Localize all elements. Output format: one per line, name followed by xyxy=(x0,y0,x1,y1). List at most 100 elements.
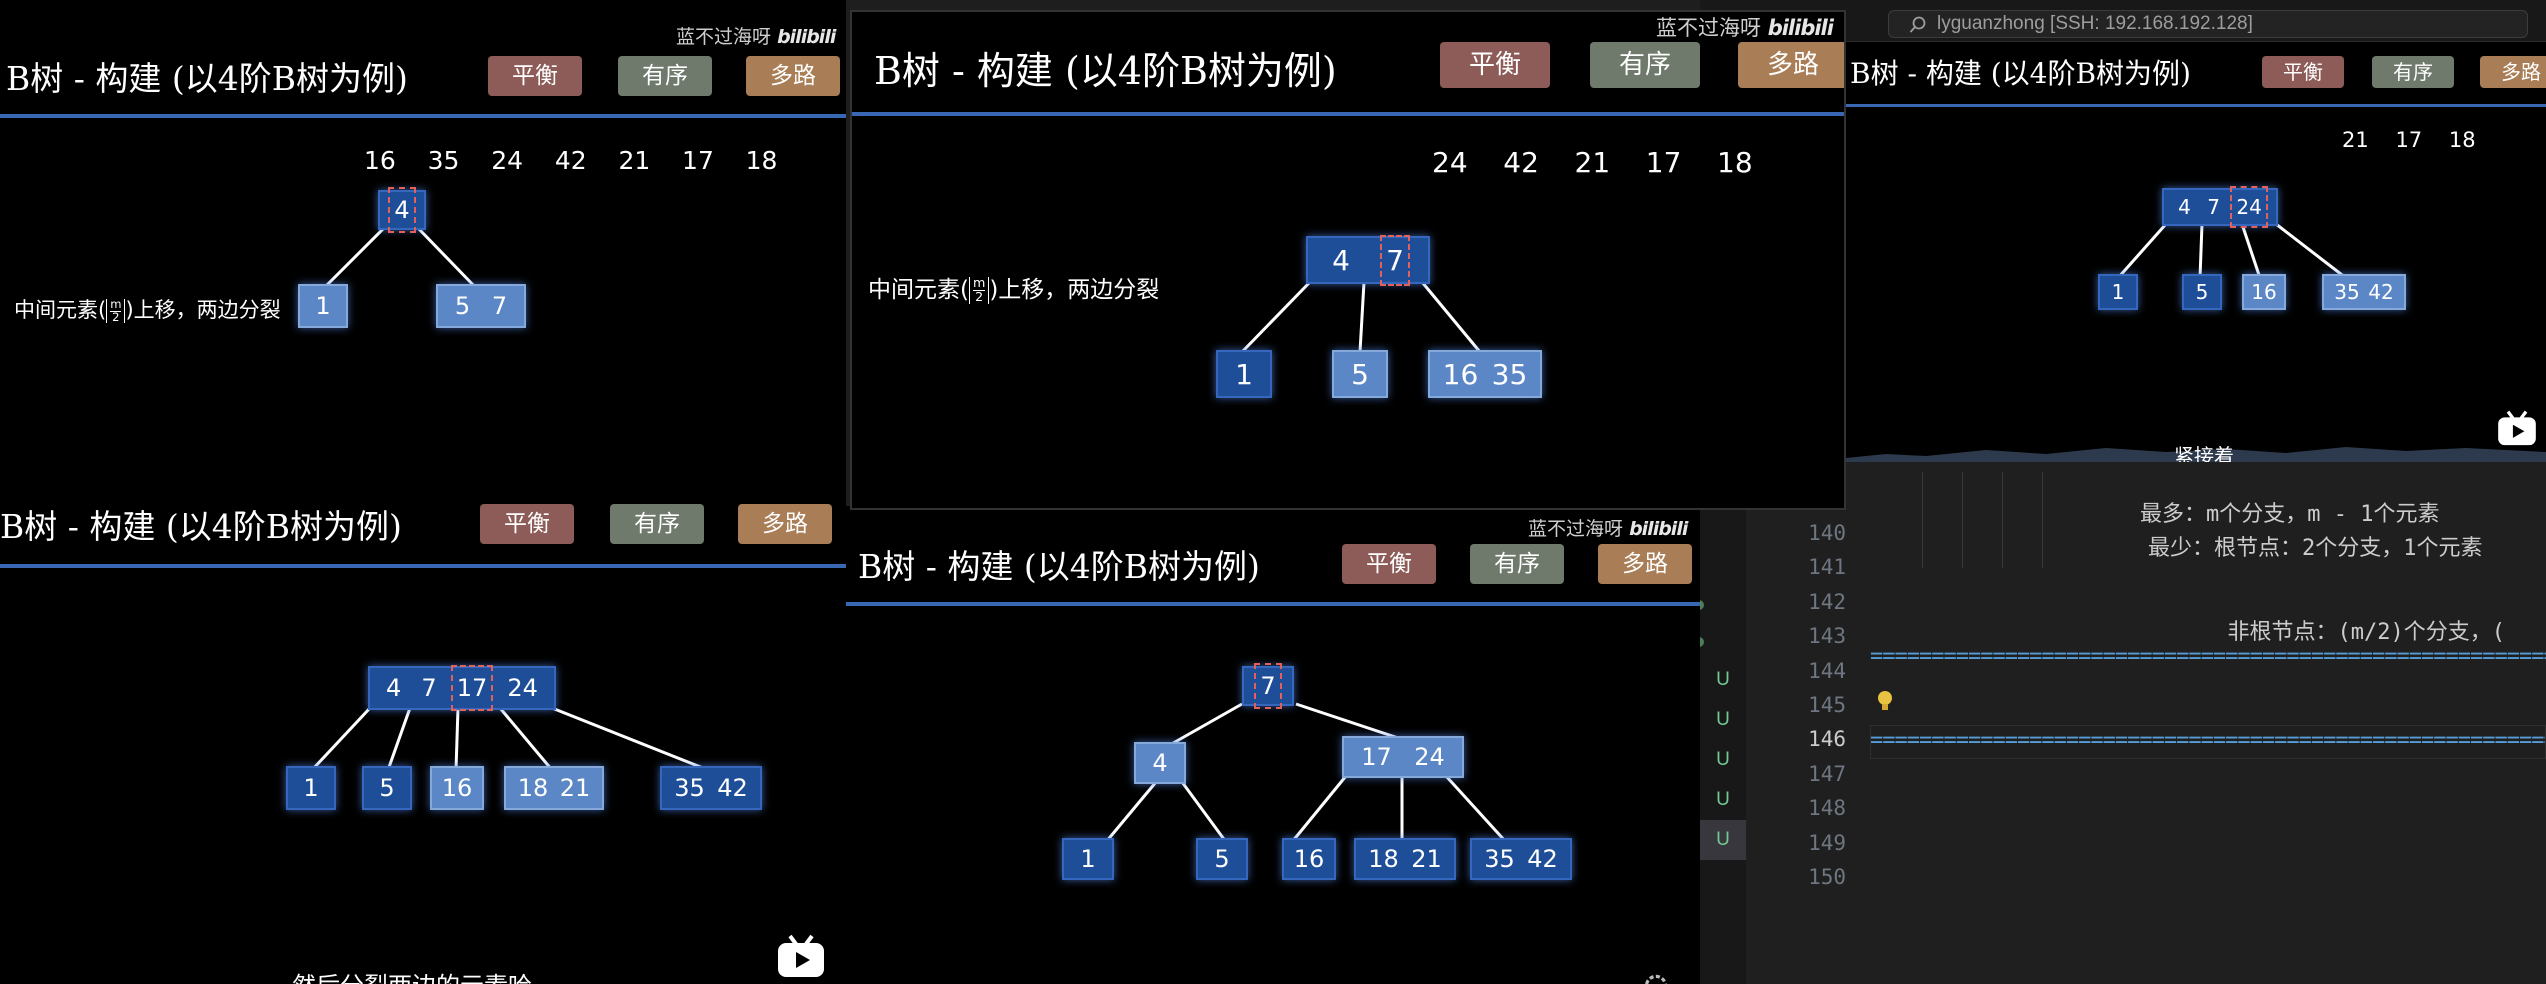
seq-item: 35 xyxy=(427,146,460,175)
bilibili-logo: bilibili xyxy=(1629,518,1688,540)
bilibili-tv-icon[interactable] xyxy=(2496,410,2538,446)
title-underline xyxy=(846,602,1700,606)
seq-item: 17 xyxy=(682,146,714,175)
tree-node-root: 7 xyxy=(1242,663,1294,709)
seq-item: 21 xyxy=(1574,146,1611,179)
node-key: 18 xyxy=(517,774,549,802)
node-key: 24 xyxy=(507,674,538,702)
tree-node-leaf: 1 xyxy=(2098,274,2138,310)
node-key: 7 xyxy=(2207,195,2220,219)
git-status-u: U xyxy=(1716,669,1730,690)
line-number: 142 xyxy=(1808,589,1846,614)
indent-guide xyxy=(1922,472,1923,568)
seq-item: 18 xyxy=(2448,128,2476,152)
note-text: 中间元素( xyxy=(868,277,969,303)
git-status-u: U xyxy=(1716,789,1730,810)
node-key: 7 xyxy=(491,292,508,320)
lightbulb-icon[interactable] xyxy=(1876,690,1894,714)
tree-node-leaf: 16 xyxy=(1282,838,1336,880)
command-center-search[interactable]: lyguanzhong [SSH: 192.168.192.128] xyxy=(1888,10,2528,38)
watermark-text: 蓝不过海呀 xyxy=(1528,518,1624,540)
node-key: 16 xyxy=(2251,280,2277,304)
tree-edges xyxy=(310,706,709,772)
node-key: 7 xyxy=(1254,663,1283,709)
node-key: 7 xyxy=(421,674,437,702)
node-key: 35 xyxy=(1491,357,1528,391)
tag-balanced: 平衡 xyxy=(1440,42,1550,88)
tree-node-internal: 4 xyxy=(1134,742,1186,784)
video-title: B树 - 构建 (以4阶B树为例) xyxy=(858,547,1260,586)
indent-guide xyxy=(1962,472,1963,568)
code-area[interactable]: 最少：根节点：2个分支，1个元素 非根节点：(m/2)个分支，( xyxy=(2148,482,2546,701)
tree-node-leaf: 1 xyxy=(298,284,348,328)
node-key: 24 xyxy=(2230,186,2269,228)
node-key: 42 xyxy=(1527,845,1558,873)
bilibili-tv-icon[interactable] xyxy=(776,934,826,978)
seq-item: 18 xyxy=(745,146,778,175)
seq-item: 42 xyxy=(554,146,587,175)
video-panel-2[interactable]: B树 - 构建 (以4阶B树为例) 平衡 有序 多路 蓝不过海呀 bilibil… xyxy=(850,10,1846,510)
node-key: 4 xyxy=(386,674,402,702)
code-area[interactable]: ========================================… xyxy=(1870,590,2546,809)
tree-node-leaf: 1 xyxy=(1062,838,1114,880)
explorer-sidebar xyxy=(1700,460,1746,984)
insert-sequence: 21 17 18 xyxy=(2342,128,2476,152)
tag-balanced: 平衡 xyxy=(488,56,582,96)
video-title: B树 - 构建 (以4阶B树为例) xyxy=(874,49,1337,93)
line-number: 140 xyxy=(1808,521,1846,545)
tree-node-leaf: 5 xyxy=(1196,838,1248,880)
code-area[interactable]: 最多：m个分支，m - 1个元素 xyxy=(2140,448,2546,582)
node-key: 4 xyxy=(2178,195,2191,219)
video-panel-5[interactable]: B树 - 构建 (以4阶B树为例) 平衡 有序 多路 蓝不过海呀 bilibil… xyxy=(846,506,1700,984)
line-number: 143 xyxy=(1808,624,1846,649)
node-key: 42 xyxy=(717,774,748,802)
tree-edges xyxy=(1240,280,1482,354)
git-status-u: U xyxy=(1716,749,1730,770)
watermark-text: 蓝不过海呀 xyxy=(676,26,772,48)
tree-node-leaf: 5 xyxy=(2182,274,2222,310)
node-key: 24 xyxy=(1414,743,1445,771)
node-key: 5 xyxy=(2195,280,2209,304)
node-key: 35 xyxy=(1484,845,1515,873)
code-line: ========================================… xyxy=(1870,644,2546,669)
video-panel-1[interactable]: B树 - 构建 (以4阶B树为例) 平衡 有序 多路 蓝不过海呀 bilibil… xyxy=(0,0,846,488)
line-number-active: 146 xyxy=(1808,727,1846,752)
seq-item: 24 xyxy=(1432,146,1468,179)
seq-item: 21 xyxy=(2342,128,2369,152)
tree-node-leaf: 1 xyxy=(1216,350,1272,398)
bilibili-watermark: 蓝不过海呀 bilibili xyxy=(1528,514,1688,541)
seq-item: 17 xyxy=(1645,146,1682,179)
code-line: 最少：根节点：2个分支，1个元素 xyxy=(2148,536,2483,561)
node-key: 1 xyxy=(1235,357,1253,391)
tree-node-root: 4 xyxy=(378,187,426,233)
tag-multiway: 多路 xyxy=(738,504,832,544)
video-subtitle: 紧接着 xyxy=(2174,444,2234,462)
frac-num: m xyxy=(110,296,122,311)
node-key: 7 xyxy=(1380,234,1410,286)
progress-waveform xyxy=(1846,447,2546,462)
node-key: 35 xyxy=(674,774,705,802)
git-status-u[interactable]: U xyxy=(1700,820,1746,860)
node-key: 1 xyxy=(303,774,319,802)
tag-ordered: 有序 xyxy=(1470,544,1564,584)
tag-ordered: 有序 xyxy=(2372,56,2454,88)
node-key: 18 xyxy=(1368,845,1399,873)
line-number: 141 xyxy=(1808,555,1846,580)
title-underline xyxy=(0,564,846,568)
frac-num: m xyxy=(972,275,986,291)
note-text: 中间元素( xyxy=(14,298,107,322)
node-key: 5 xyxy=(1214,845,1230,873)
settings-gear-icon[interactable] xyxy=(1636,968,1676,984)
video-subtitle: 然后分裂两边的元素哈 xyxy=(292,966,532,984)
tree-edges xyxy=(2116,222,2347,280)
tree-node-leaf: 16 xyxy=(2242,274,2286,310)
